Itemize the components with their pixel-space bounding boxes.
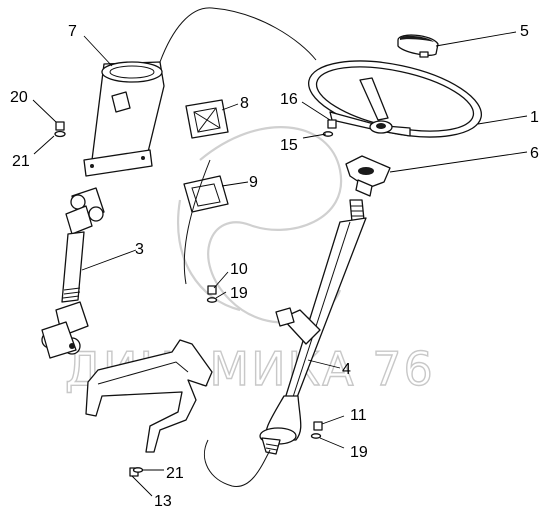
label-part-8: 8 [240,95,249,112]
part-number-labels: 1 3 4 5 6 7 8 9 10 11 13 15 16 19 19 20 … [10,23,539,510]
label-part-19-upper: 19 [230,285,248,302]
label-part-6: 6 [530,145,539,162]
fasteners [54,119,337,477]
column-mount-bracket [85,339,213,453]
steering-column [259,199,367,455]
label-part-20: 20 [10,89,28,106]
steering-wheel [307,60,483,138]
label-part-7: 7 [68,23,77,40]
label-part-3: 3 [135,241,144,258]
label-part-15: 15 [280,137,298,154]
label-part-10: 10 [230,261,248,278]
steering-hub [345,155,391,197]
label-part-13: 13 [154,493,172,510]
label-part-21-bottom: 21 [166,465,184,482]
label-part-16: 16 [280,91,298,108]
label-part-9: 9 [249,174,258,191]
label-part-11: 11 [350,407,367,424]
horn-cap [397,34,439,58]
label-part-4: 4 [342,361,351,378]
background-logo [177,126,343,324]
square-seal [185,99,229,139]
connector-wires [159,7,317,487]
label-part-1: 1 [530,109,539,126]
square-gasket [183,175,229,213]
label-part-19-lower: 19 [350,444,368,461]
intermediate-shaft [41,187,105,359]
label-part-21-left: 21 [12,153,30,170]
label-part-5: 5 [520,23,529,40]
column-shroud [83,61,165,177]
leader-lines [32,31,528,497]
